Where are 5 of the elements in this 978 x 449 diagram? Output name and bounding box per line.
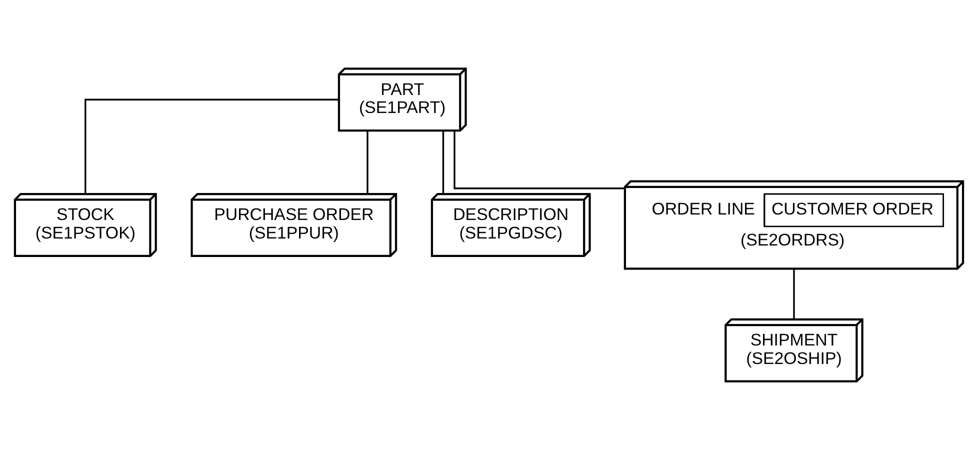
connector: [84, 98, 339, 194]
connector: [454, 130, 625, 189]
connector: [793, 268, 795, 319]
connector: [442, 130, 444, 194]
connector: [366, 130, 368, 194]
